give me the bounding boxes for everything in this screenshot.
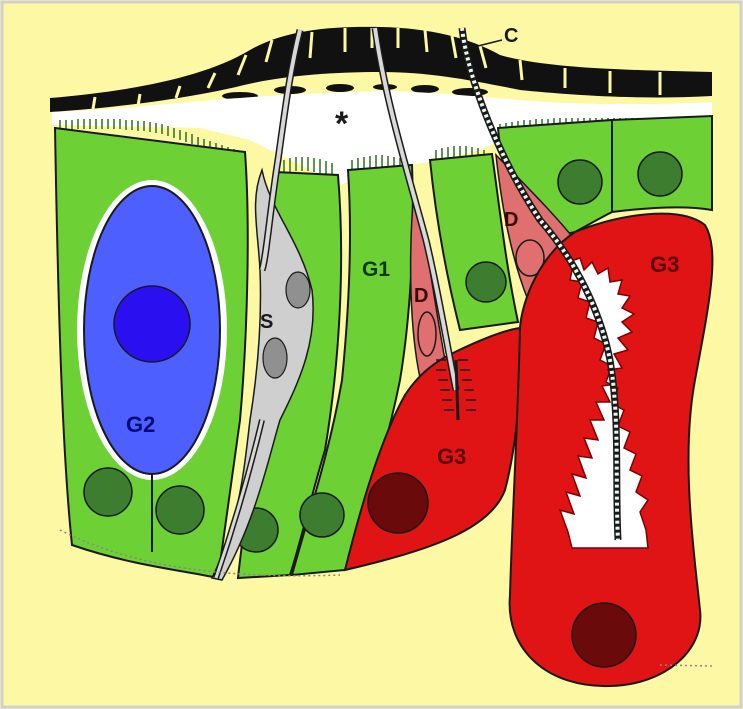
gland-g3-right-nucleus xyxy=(572,603,636,667)
label-cuticle: C xyxy=(504,25,518,47)
sensory-nucleus xyxy=(286,272,310,308)
label-sensory-cell: S xyxy=(260,311,273,333)
epidermal-nucleus xyxy=(300,493,344,537)
label-duct-left: D xyxy=(414,285,428,307)
epidermal-nucleus xyxy=(638,152,682,196)
label-gland-g3-left: G3 xyxy=(437,444,466,469)
gland-g3-right xyxy=(510,214,713,686)
label-gland-g3-right: G3 xyxy=(650,252,679,277)
sensory-nucleus xyxy=(263,338,287,378)
epidermal-nucleus xyxy=(156,486,204,534)
label-gland-g1: G1 xyxy=(362,258,390,281)
gland-g2-nucleus xyxy=(114,286,190,362)
label-duct-right: D xyxy=(504,209,518,231)
label-subcuticular-space: * xyxy=(335,105,349,143)
epidermal-nucleus xyxy=(558,160,602,204)
duct-cell-nucleus xyxy=(418,312,436,356)
label-gland-g2: G2 xyxy=(126,412,155,437)
epidermal-nucleus xyxy=(84,468,132,516)
gland-g3-left-nucleus xyxy=(368,473,428,533)
epidermal-nucleus xyxy=(466,262,506,302)
